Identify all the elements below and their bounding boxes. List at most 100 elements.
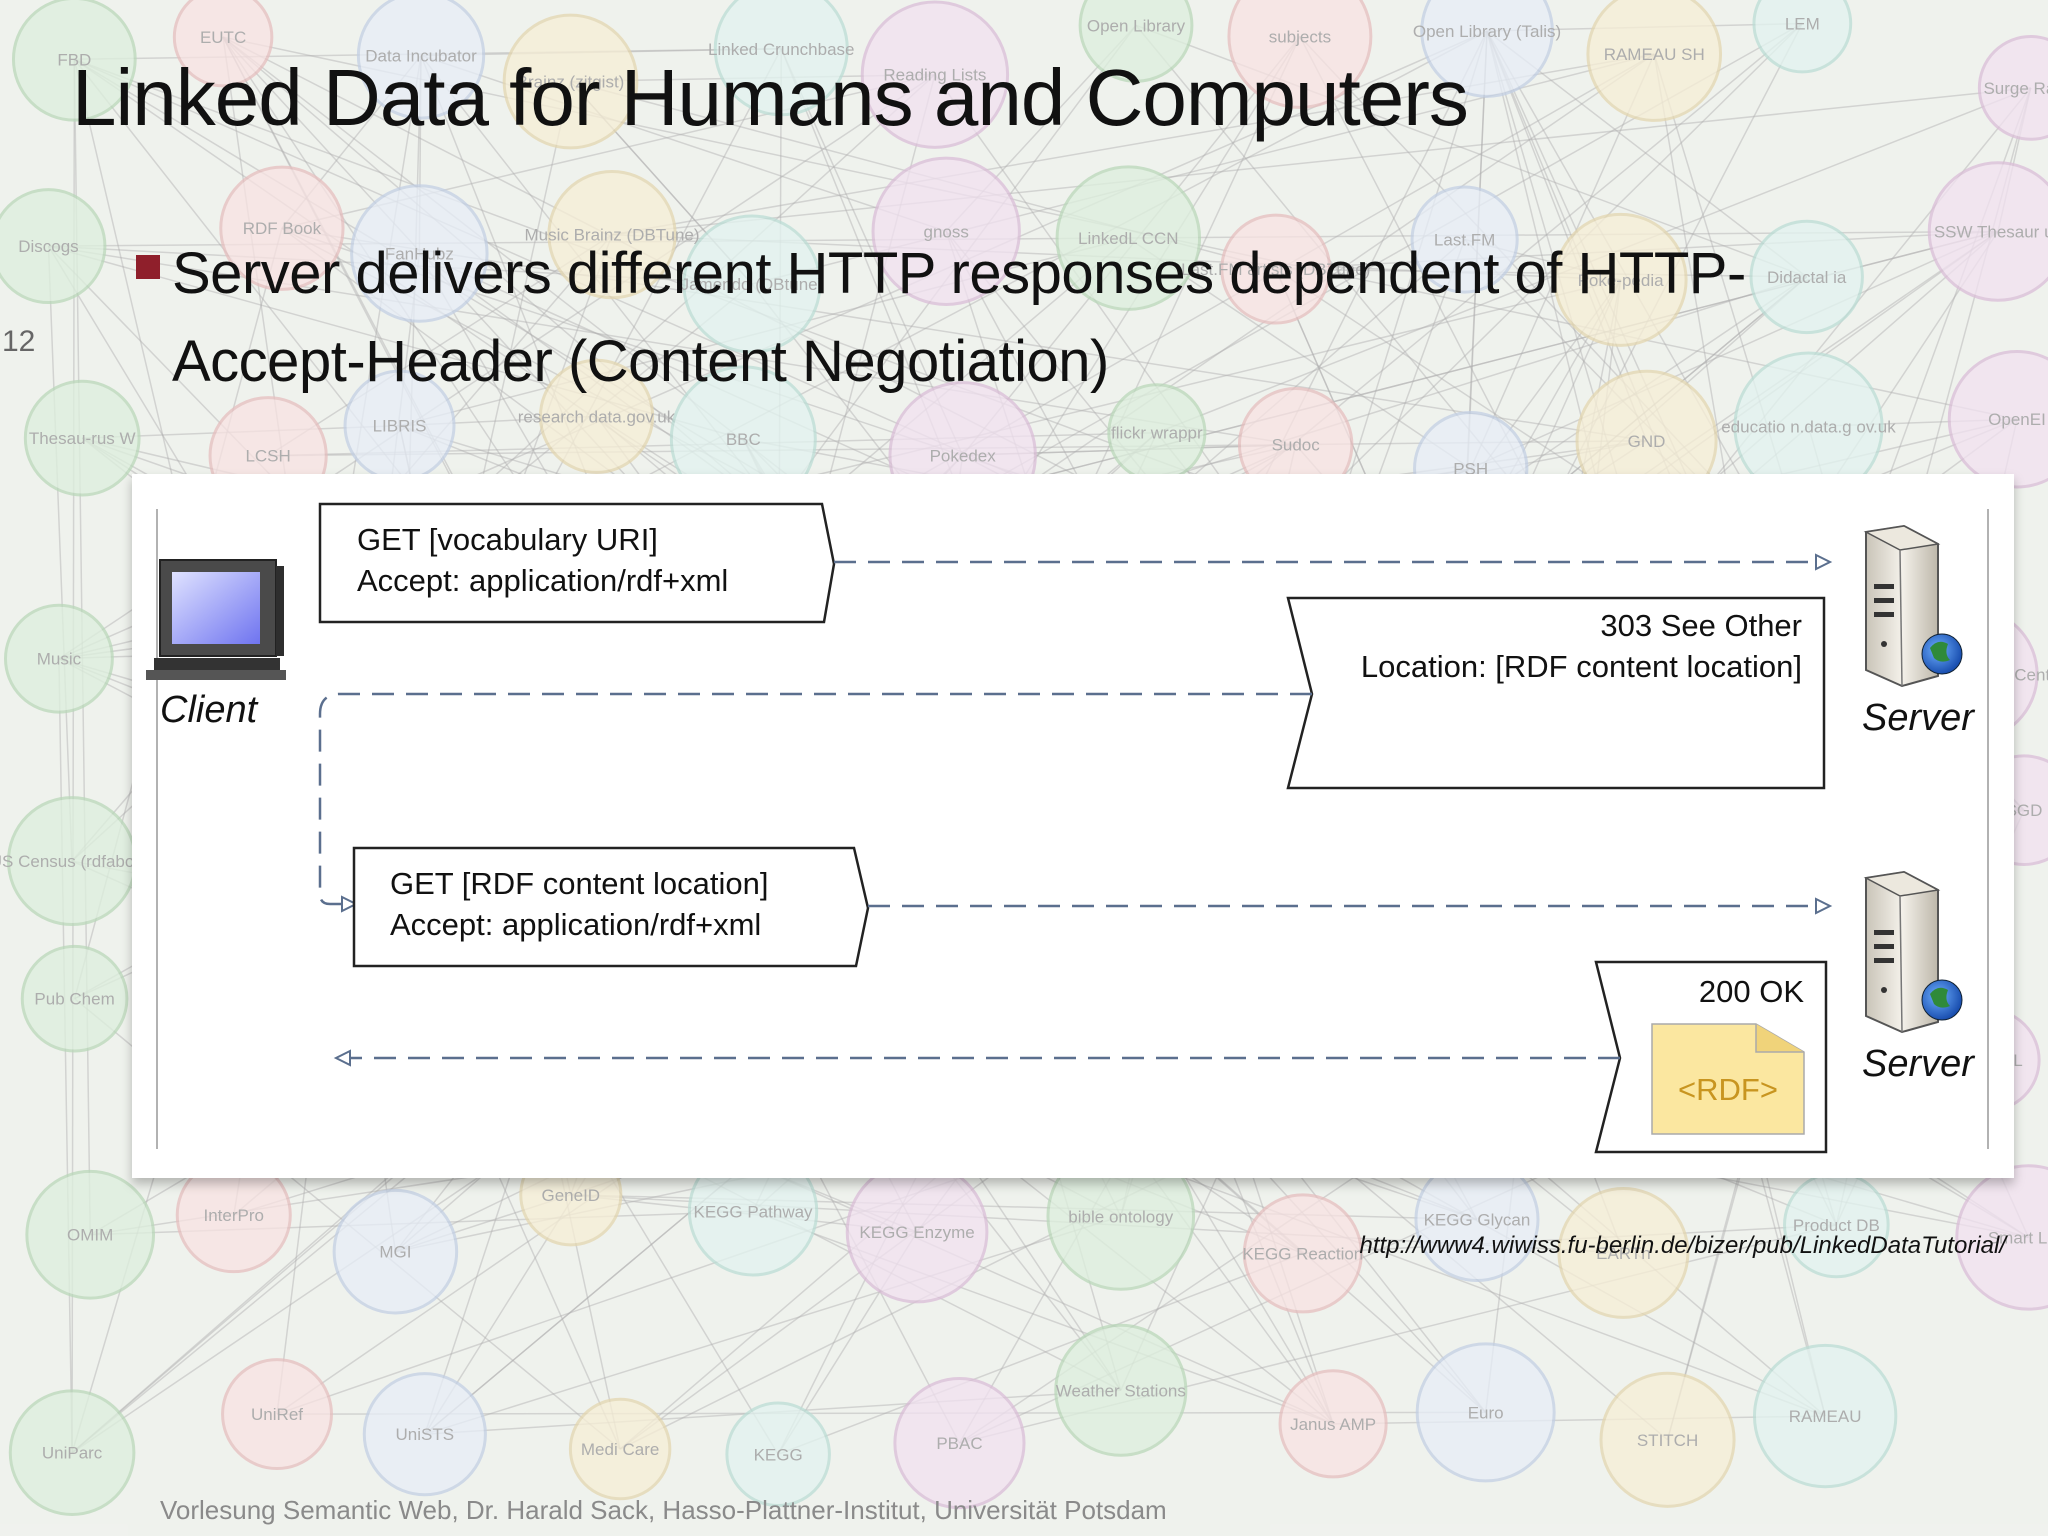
cloud-node: Data Incubator <box>356 0 486 120</box>
cloud-node: Didactal ia <box>1749 219 1864 335</box>
response-2-message: 200 OK <RDF> <box>1594 960 1828 1154</box>
cloud-node-label: GND <box>1628 432 1666 451</box>
cloud-node: Weather Stations <box>1054 1323 1188 1457</box>
response-2-status: 200 OK <box>1699 974 1804 1009</box>
cloud-node-label: Reading Lists <box>883 66 986 85</box>
cloud-node-label: Music Brainz (DBTune) <box>524 226 699 245</box>
cloud-node: KEGG Pathway <box>687 1146 819 1277</box>
cloud-node: Open Library (Talis) <box>1413 0 1561 98</box>
cloud-node-label: Pub Chem <box>34 990 114 1009</box>
cloud-node-label: MGI <box>379 1243 411 1262</box>
cloud-node: Brainz (zitgist) <box>502 13 639 150</box>
cloud-node: EUTC <box>172 0 274 88</box>
cloud-node-label: SGD <box>2006 801 2043 820</box>
cloud-node-label: Product DB <box>1793 1216 1880 1235</box>
cloud-node: Jamendo (DBtune) <box>681 214 824 354</box>
cloud-node: Linked Crunchbase <box>708 0 855 117</box>
server-icon-top <box>1863 524 1963 688</box>
cloud-node-label: LEM <box>1785 15 1820 34</box>
request-1-message: GET [vocabulary URI] Accept: application… <box>318 502 836 624</box>
cloud-link <box>1333 1415 1826 1425</box>
cloud-node: LEM <box>1752 0 1853 74</box>
request-2-line-2: Accept: application/rdf+xml <box>390 907 761 942</box>
cloud-node-label: EUTC <box>200 28 246 47</box>
cloud-node-label: Weather Stations <box>1056 1381 1186 1400</box>
cloud-node-label: GeneID <box>542 1186 601 1205</box>
server-label-top: Server <box>1862 697 1975 739</box>
cloud-node: Last.FM <box>1410 185 1519 294</box>
cloud-link <box>47 246 73 862</box>
cloud-node-label: Pokedex <box>930 446 997 465</box>
cloud-link <box>281 227 1647 442</box>
cloud-node-label: Didactal ia <box>1767 268 1847 287</box>
client-label: Client <box>160 689 259 731</box>
cloud-node: Open Library <box>1078 0 1194 83</box>
cloud-node: Medi Care <box>568 1397 672 1501</box>
cloud-node: FanHubz <box>350 184 489 323</box>
cloud-node-label: UniSTS <box>396 1425 455 1444</box>
cloud-node: educatio n.data.g ov.uk <box>1721 351 1896 502</box>
cloud-node-label: KEGG Reaction <box>1242 1244 1363 1263</box>
cloud-node: UniSTS <box>362 1372 487 1497</box>
cloud-node-label: Open Library (Talis) <box>1413 22 1561 41</box>
cloud-node-label: UniParc <box>42 1444 103 1463</box>
cloud-node: Thesau-rus W <box>23 379 141 497</box>
cloud-node-label: RAMEAU <box>1789 1407 1862 1426</box>
cloud-node-label: Brainz (zitgist) <box>517 73 625 92</box>
cloud-node: Reading Lists <box>860 0 1010 149</box>
cloud-node-label: UniRef <box>251 1405 303 1424</box>
cloud-node-label: Jamendo (DBtune) <box>681 275 824 294</box>
cloud-node-label: KEGG <box>754 1445 803 1464</box>
response-1-line-2: Location: [RDF content location] <box>1361 649 1802 684</box>
cloud-node-label: KEGG Pathway <box>694 1202 814 1221</box>
cloud-node: OpenEI <box>1947 349 2048 489</box>
cloud-node: KEGG Glycan <box>1414 1156 1540 1283</box>
cloud-node-label: Janus AMP <box>1290 1415 1376 1434</box>
cloud-node: LinkedL CCN <box>1055 165 1202 311</box>
request-2-message: GET [RDF content location] Accept: appli… <box>352 846 870 968</box>
cloud-node: RAMEAU SH <box>1586 0 1723 122</box>
source-url[interactable]: http://www4.wiwiss.fu-berlin.de/bizer/pu… <box>1359 1232 2006 1259</box>
cloud-node: Euro <box>1415 1342 1556 1483</box>
cloud-node-label: PBAC <box>936 1434 982 1453</box>
slide-footer: Vorlesung Semantic Web, Dr. Harald Sack,… <box>160 1495 1167 1525</box>
cloud-link <box>1275 268 1807 278</box>
cloud-node-label: RDF Book <box>243 219 322 238</box>
cloud-node-label: Smart Link <box>1988 1228 2048 1247</box>
cloud-node: UniRef <box>221 1358 333 1471</box>
cloud-node: gnoss <box>871 156 1021 306</box>
cloud-node-label: Thesau-rus W <box>29 429 136 448</box>
cloud-node: STITCH <box>1599 1371 1736 1508</box>
cloud-node: research data.gov.uk <box>518 358 676 474</box>
cloud-node: KEGG <box>725 1401 831 1508</box>
slide-title: Linked Data for Humans and Computers <box>72 53 1469 142</box>
cloud-link <box>424 1215 1121 1435</box>
cloud-link <box>611 87 2031 236</box>
request-1-arrowhead <box>1815 553 1833 571</box>
server-label-bottom: Server <box>1862 1043 1975 1085</box>
cloud-node-label: FBD <box>57 50 91 69</box>
cloud-node: Music Brainz (DBTune) <box>524 170 700 300</box>
response-1-message: 303 See Other Location: [RDF content loc… <box>1286 596 1826 790</box>
cloud-node: KEGG Reaction <box>1242 1193 1363 1314</box>
cloud-node-label: Linked Crunchbase <box>708 40 854 59</box>
cloud-node: Poké-pédia <box>1553 212 1688 347</box>
cloud-node-label: Data Incubator <box>365 46 477 65</box>
cloud-node-label: bible ontology <box>1068 1207 1173 1226</box>
cloud-node-label: subjects <box>1269 27 1331 46</box>
cloud-node: Janus AMP <box>1278 1369 1388 1479</box>
cloud-node: RAMEAU <box>1752 1343 1898 1489</box>
cloud-node-label: educatio n.data.g ov.uk <box>1721 418 1896 437</box>
response-1-line-1: 303 See Other <box>1600 608 1802 643</box>
cloud-node: SSW Thesaur us <box>1927 161 2048 302</box>
bullet-marker <box>136 255 160 279</box>
cloud-node-label: KEGG Enzyme <box>859 1223 974 1242</box>
cloud-node-label: PSH <box>1453 460 1488 479</box>
cloud-node: OMIM <box>25 1169 156 1300</box>
cloud-node: Discogs <box>0 188 107 305</box>
cloud-link <box>1486 30 1648 442</box>
cloud-node: MGI <box>332 1188 459 1315</box>
response-2-arrowhead <box>333 1049 351 1067</box>
cloud-node: subjects <box>1227 0 1373 109</box>
cloud-node: Music <box>3 603 114 714</box>
